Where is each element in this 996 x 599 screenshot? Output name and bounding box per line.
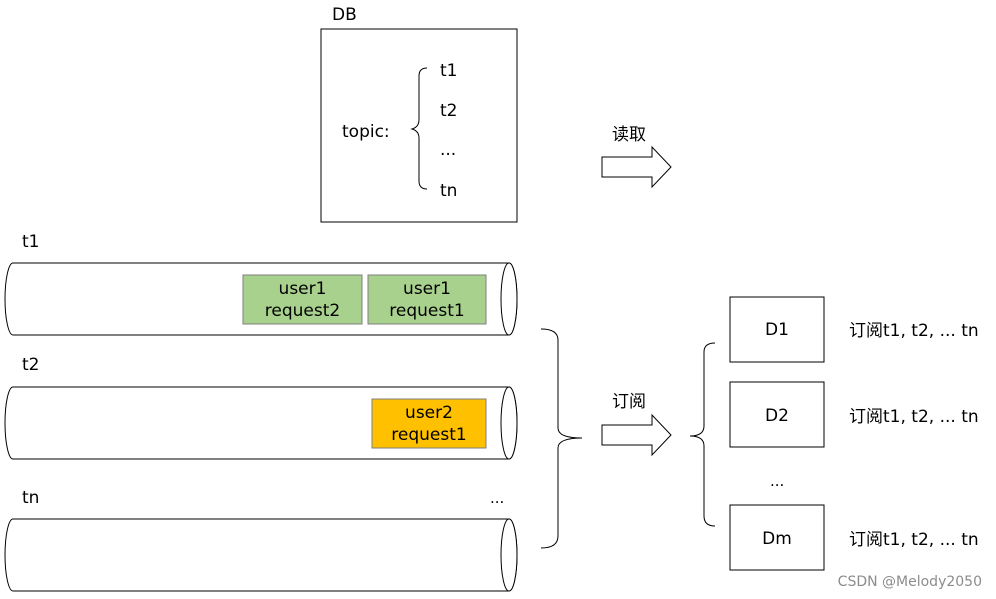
db-topic-brace — [410, 67, 428, 190]
queue-tn-label: tn — [22, 488, 39, 508]
queue-tn-ellipsis: ... — [490, 489, 504, 507]
queue-t2-message-1-line1: user2 — [405, 403, 453, 423]
consumer-d2-subscription: 订阅t1, t2, ... tn — [849, 407, 979, 427]
db-topic-2: t2 — [440, 101, 457, 121]
consumer-d2-box — [729, 381, 825, 448]
queue-t1-message-2-line1: user1 — [403, 279, 451, 299]
consumer-dm-subscription: 订阅t1, t2, ... tn — [849, 530, 979, 550]
db-group: DB topic: t1 t2 ... tn — [320, 5, 518, 223]
read-arrow-label: 读取 — [612, 125, 646, 145]
db-title: DB — [332, 5, 357, 25]
watermark: CSDN @Melody2050 — [838, 574, 982, 590]
queue-t1-message-2-line2: request1 — [389, 301, 464, 321]
queues-brace — [540, 328, 583, 549]
subscribe-arrow-icon — [601, 413, 672, 457]
consumer-d1-name: D1 — [765, 320, 789, 340]
subscribe-arrow-group: 订阅 — [601, 392, 672, 457]
subscribe-arrow-label: 订阅 — [612, 392, 646, 412]
db-topic-ellipsis: ... — [440, 140, 456, 160]
db-topic-1: t1 — [440, 61, 457, 81]
queue-t1-message-2 — [367, 274, 487, 325]
queue-tn: tn ... — [4, 488, 518, 592]
read-arrow-group: 读取 — [601, 125, 672, 189]
consumer-d1-box — [729, 296, 825, 363]
queue-t1-message-1-line2: request2 — [265, 301, 340, 321]
queue-tn-pipe — [4, 518, 518, 592]
queue-t2-message-1 — [371, 398, 487, 449]
consumer-dm-name: Dm — [762, 529, 792, 549]
queue-t2-pipe-end — [500, 386, 518, 460]
db-topic-n: tn — [440, 181, 457, 201]
consumer-d1: D1 订阅t1, t2, ... tn — [729, 296, 979, 363]
db-box — [320, 28, 518, 223]
consumer-d1-subscription: 订阅t1, t2, ... tn — [849, 321, 979, 341]
queue-t2-label: t2 — [22, 355, 39, 375]
db-topic-label: topic: — [342, 122, 390, 142]
queue-t1: t1 user1 request2 user1 request1 — [4, 232, 518, 336]
queue-t1-message-1 — [242, 274, 363, 325]
consumers-brace — [689, 342, 716, 527]
queue-t1-pipe-end — [500, 262, 518, 336]
queue-t1-label: t1 — [22, 232, 39, 252]
queue-t2-message-1-line2: request1 — [391, 425, 466, 445]
consumer-dm-box — [729, 504, 825, 571]
queue-t2: t2 user2 request1 — [4, 355, 518, 460]
queue-t1-message-1-line1: user1 — [279, 279, 327, 299]
consumer-d2: D2 订阅t1, t2, ... tn — [729, 381, 979, 448]
consumer-d2-name: D2 — [765, 406, 789, 426]
queue-tn-pipe-end — [500, 518, 518, 592]
consumers-ellipsis: ... — [770, 472, 784, 490]
read-arrow-icon — [601, 145, 672, 189]
consumer-dm: Dm 订阅t1, t2, ... tn — [729, 504, 979, 571]
